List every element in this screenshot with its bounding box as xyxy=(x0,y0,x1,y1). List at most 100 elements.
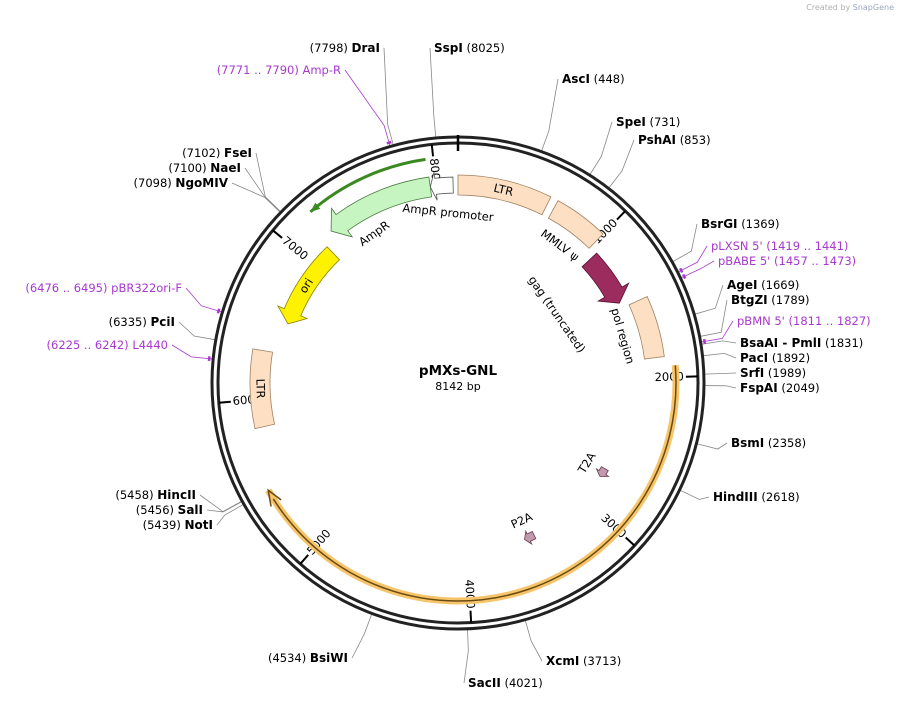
feature-ori xyxy=(276,246,341,325)
leader-srfi xyxy=(704,372,737,375)
site-label-bsaaipmli: BsaAI - PmlI (1831) xyxy=(740,336,863,350)
label-name: PciI xyxy=(151,315,176,329)
label-position: (1892) xyxy=(772,351,810,365)
label-name: Amp-R xyxy=(302,63,341,77)
site-label-drai: (7798) DraI xyxy=(310,41,380,55)
label-position: (853) xyxy=(680,133,711,147)
snapgene-brand: SnapGene xyxy=(852,3,894,12)
site-label-srfi: SrfI (1989) xyxy=(740,366,806,380)
label-position: (2618) xyxy=(761,490,799,504)
orf-core-line xyxy=(272,365,677,602)
label-position: (1419 .. 1441) xyxy=(766,239,848,253)
label-position: (6335) xyxy=(109,315,147,329)
leader-lines xyxy=(171,47,737,684)
site-label-bsiwi: (4534) BsiWI xyxy=(268,651,348,665)
leader-plxsn5 xyxy=(678,245,708,273)
feature-gag xyxy=(581,252,630,304)
label-name: PacI xyxy=(740,351,768,365)
site-label-paci: PacI (1892) xyxy=(740,351,810,365)
label-position: (7102) xyxy=(182,146,220,160)
label-name: NotI xyxy=(185,518,214,532)
leader-ngomiv xyxy=(231,182,281,213)
leader-pbmn5 xyxy=(701,320,734,343)
leader-xcmi xyxy=(524,620,543,662)
label-name: DraI xyxy=(352,41,380,55)
label-position: (1457 .. 1473) xyxy=(774,254,856,268)
primer-label-pbr322orif: (6476 .. 6495) pBR322ori-F xyxy=(25,281,182,295)
label-name: BsaAI - PmlI xyxy=(740,336,821,350)
site-label-noti: (5439) NotI xyxy=(143,518,213,532)
amp-r-primer-bar xyxy=(309,157,426,213)
leader-bsmi xyxy=(697,442,728,450)
leader-noti xyxy=(216,504,244,526)
label-position: (1789) xyxy=(771,293,809,307)
label-name: PshAI xyxy=(638,133,676,147)
label-position: (731) xyxy=(650,115,681,129)
tick-mark-3000 xyxy=(625,536,636,547)
leader-paci xyxy=(703,352,737,359)
leader-agei xyxy=(695,284,724,315)
primer-mark-pbmn5 xyxy=(702,338,707,344)
label-position: (1369) xyxy=(741,217,779,231)
label-position: (8025) xyxy=(467,41,505,55)
tick-mark-5000 xyxy=(299,554,309,565)
label-position: (7771 .. 7790) xyxy=(217,63,299,77)
tick-mark-6000 xyxy=(218,400,231,404)
site-label-fsei: (7102) FseI xyxy=(182,146,252,160)
primer-label-pbabe5: pBABE 5' (1457 .. 1473) xyxy=(718,254,856,268)
label-name: pBR322ori-F xyxy=(111,281,182,295)
leader-hincii xyxy=(199,494,242,513)
primer-label-pbmn5: pBMN 5' (1811 .. 1827) xyxy=(737,314,871,328)
site-label-sspi: SspI (8025) xyxy=(434,41,505,55)
tick-mark-7000 xyxy=(272,229,283,239)
feature-label-ampr-promoter: AmpR promoter xyxy=(402,201,495,225)
plasmid-name: pMXs-GNL xyxy=(419,363,498,379)
label-name: SrfI xyxy=(740,366,764,380)
leader-btgzi xyxy=(700,299,728,337)
feature-label-p2a: P2A xyxy=(509,509,535,531)
label-name: BsiWI xyxy=(310,651,348,665)
site-label-xcmi: XcmI (3713) xyxy=(546,654,621,668)
primer-mark-pbr322orif xyxy=(216,308,221,314)
leader-l4440 xyxy=(171,344,213,360)
leader-pshai xyxy=(608,139,635,188)
feature-pol xyxy=(628,296,665,360)
plasmid-length: 8142 bp xyxy=(435,380,480,393)
label-name: AgeI xyxy=(727,278,757,292)
leader-fsei xyxy=(255,152,281,212)
label-name: BsmI xyxy=(731,436,764,450)
label-name: BtgZI xyxy=(731,293,768,307)
label-position: (1811 .. 1827) xyxy=(789,314,871,328)
leader-hindiii xyxy=(680,489,710,500)
site-label-sacii: SacII (4021) xyxy=(468,676,543,690)
leader-bsiwi xyxy=(351,614,372,659)
label-position: (1831) xyxy=(825,336,863,350)
label-name: FspAI xyxy=(740,381,778,395)
label-name: pBMN 5' xyxy=(737,314,785,328)
label-position: (7798) xyxy=(310,41,348,55)
feature-ampr xyxy=(330,176,433,238)
feature-label-ampr: AmpR xyxy=(356,218,392,249)
leader-pcii xyxy=(178,321,215,341)
primer-mark-pbabe5 xyxy=(682,273,687,280)
tick-mark-8000 xyxy=(430,144,435,157)
label-position: (4534) xyxy=(268,651,306,665)
label-name: pBABE 5' xyxy=(718,254,770,268)
leader-pbr322orif xyxy=(185,287,222,313)
orf-arrow-head xyxy=(267,488,282,507)
site-label-pcii: (6335) PciI xyxy=(109,315,175,329)
feature-mmlv xyxy=(547,200,604,249)
label-position: (2358) xyxy=(768,436,806,450)
label-name: HindIII xyxy=(713,490,758,504)
tick-mark-4000 xyxy=(469,610,473,623)
label-name: HincII xyxy=(157,488,196,502)
label-position: (5458) xyxy=(115,488,153,502)
label-position: (2049) xyxy=(781,381,819,395)
label-name: SacII xyxy=(468,676,501,690)
site-label-agei: AgeI (1669) xyxy=(727,278,799,292)
label-position: (1669) xyxy=(761,278,799,292)
primer-mark-ampr xyxy=(386,140,392,145)
amp-r-bar-head xyxy=(310,202,321,212)
label-name: BsrGI xyxy=(701,217,738,231)
